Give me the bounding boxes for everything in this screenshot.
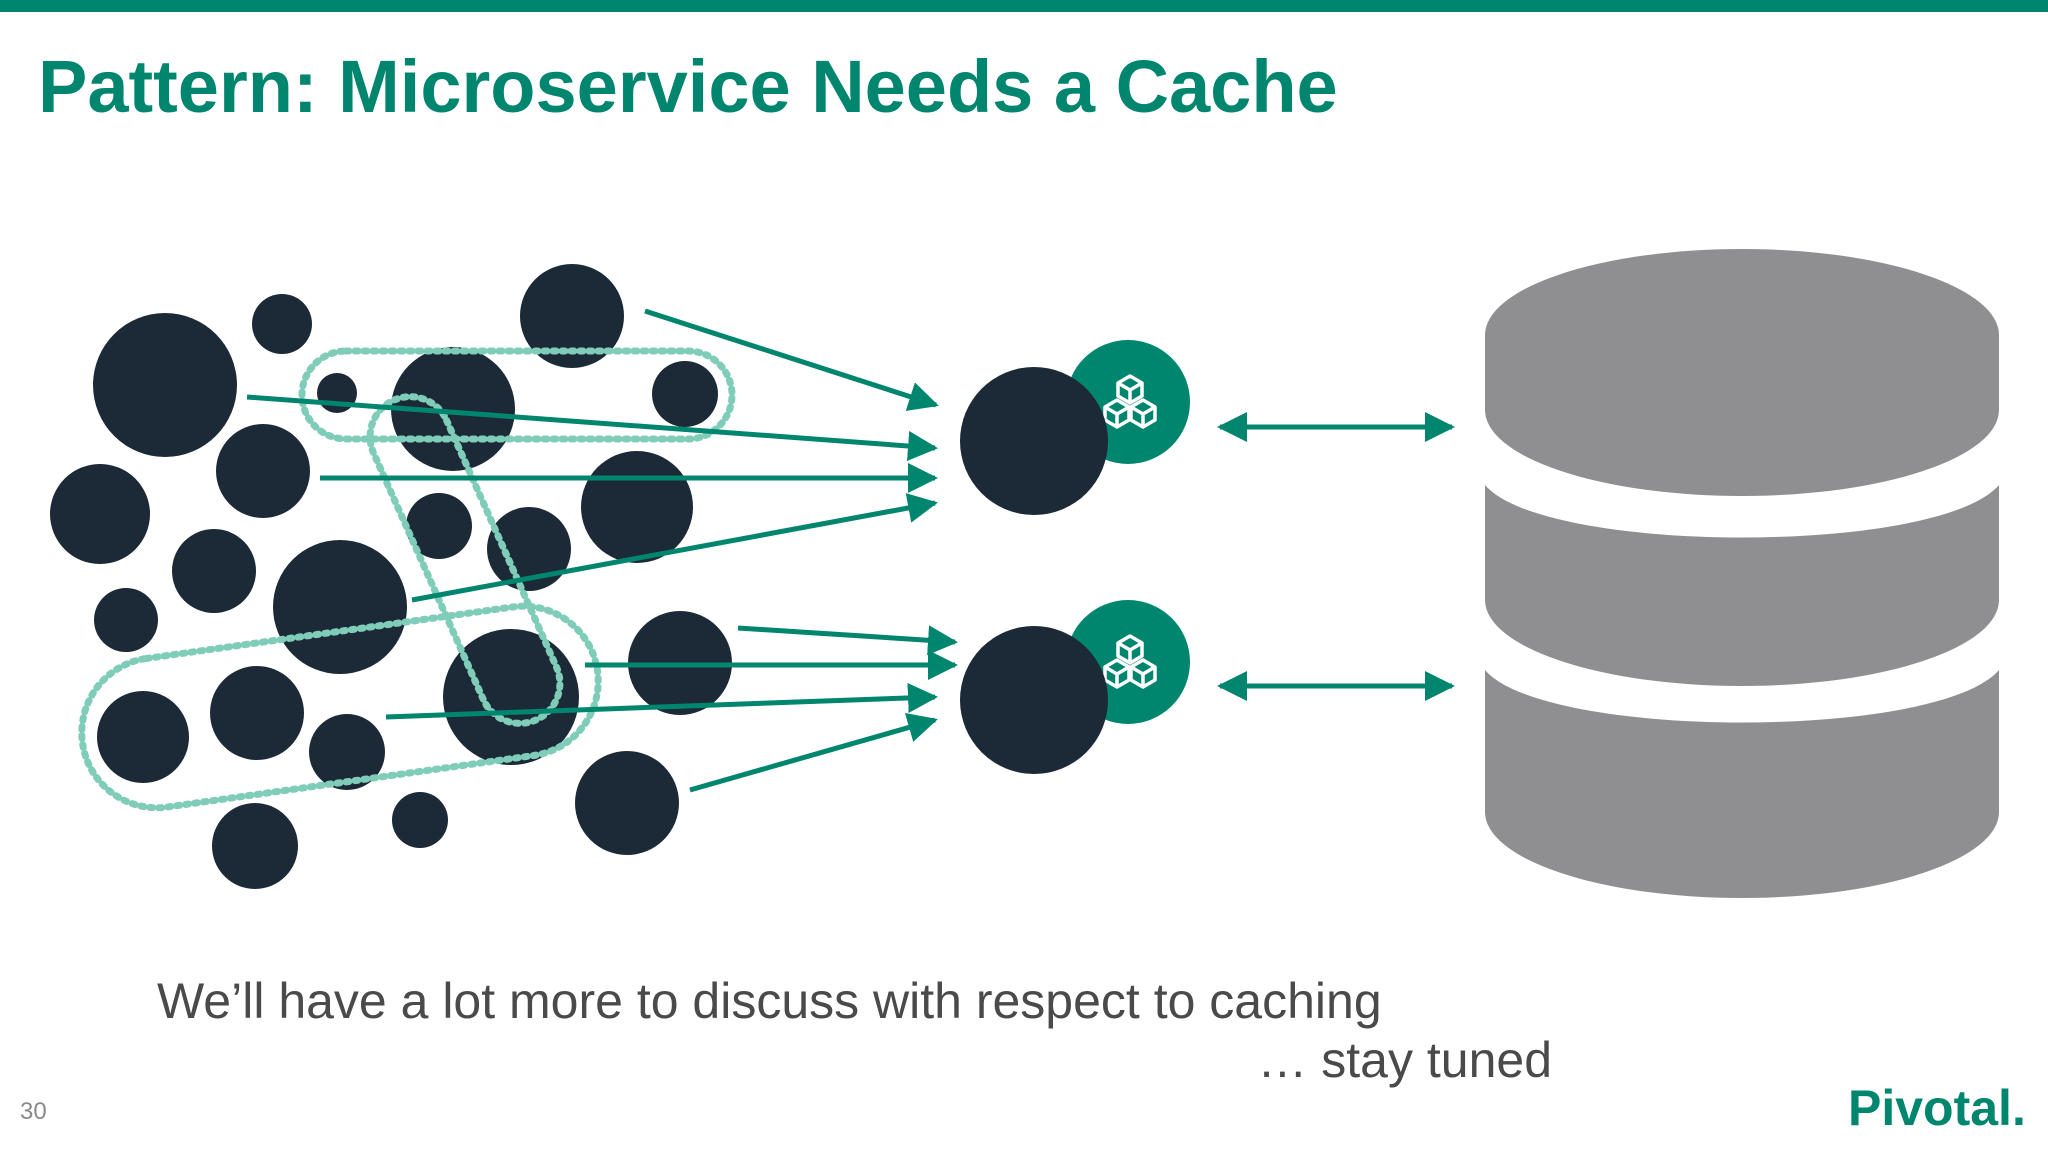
- service-top: [960, 340, 1190, 515]
- service-node: [216, 424, 310, 518]
- service-node: [309, 714, 385, 790]
- arrows-to-top-service: [246, 308, 939, 603]
- service-node: [252, 294, 312, 354]
- caption-line-1: We’ll have a lot more to discuss with re…: [157, 973, 1382, 1029]
- service-node: [575, 751, 679, 855]
- database-top-disk: [1485, 249, 1999, 496]
- group-outline-diagonal: [366, 393, 564, 727]
- service-node: [392, 792, 448, 848]
- service-node: [652, 361, 718, 427]
- database-icon: [1485, 249, 1999, 898]
- service-node: [210, 666, 304, 760]
- service-node: [443, 629, 579, 765]
- database-bottom-disk: [1485, 670, 1999, 898]
- database-links: [1217, 412, 1455, 701]
- service-node: [172, 529, 256, 613]
- slide-title: Pattern: Microservice Needs a Cache: [38, 45, 1338, 128]
- service-node: [93, 313, 237, 457]
- highlighted-groups: [78, 347, 736, 812]
- arrows-to-bottom-service: [385, 625, 958, 793]
- microservice-node-bottom: [960, 626, 1108, 774]
- service-node: [273, 540, 407, 674]
- service-node: [487, 507, 571, 591]
- group-outline-bottom: [78, 602, 602, 812]
- microservice-cluster: [50, 264, 732, 889]
- cubes-icon: [1103, 374, 1157, 429]
- group-outline-top: [298, 347, 736, 443]
- cubes-icon: [1103, 634, 1157, 689]
- top-accent-bar: [0, 0, 2048, 12]
- database-middle-disk: [1485, 485, 1999, 686]
- caption-line-2: … stay tuned: [1257, 1032, 1552, 1088]
- service-node: [94, 588, 158, 652]
- service-node: [97, 691, 189, 783]
- service-node: [212, 803, 298, 889]
- service-node: [50, 464, 150, 564]
- service-node: [581, 451, 693, 563]
- service-node: [406, 493, 472, 559]
- slide-number: 30: [20, 1098, 47, 1125]
- pivotal-logo: Pivotal.: [1848, 1080, 2026, 1136]
- service-node: [520, 264, 624, 368]
- service-bottom: [960, 600, 1190, 774]
- microservice-node-top: [960, 367, 1108, 515]
